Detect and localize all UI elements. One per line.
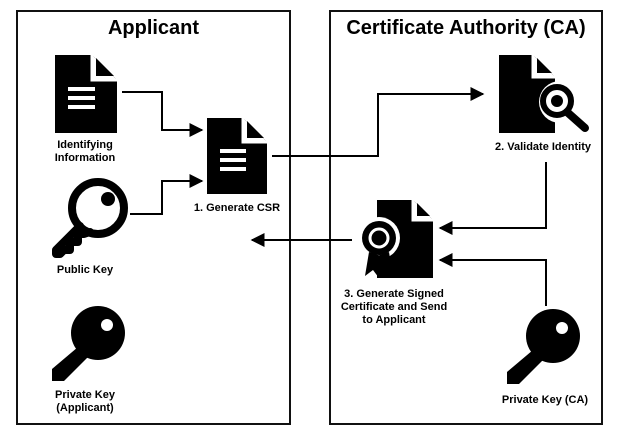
arrow-csr-to-ca <box>272 87 485 157</box>
document-search-icon <box>499 55 589 133</box>
ca-key-solid-icon <box>507 309 580 384</box>
generate-csr-label: 1. Generate CSR <box>193 202 281 214</box>
arrow-cakey-to-cert <box>438 253 547 306</box>
private-key-ca-label: Private Key (CA) <box>501 394 589 406</box>
arrow-validate-to-cert <box>438 162 547 235</box>
certificate-icon <box>358 200 433 278</box>
validate-identity-label: 2. Validate Identity <box>495 141 591 153</box>
signed-cert-label-line2: Certificate and Send <box>340 301 448 313</box>
key-outline-icon <box>52 178 128 258</box>
private-key-applicant-label-line2: (Applicant) <box>56 402 114 414</box>
public-key-label: Public Key <box>56 264 114 276</box>
arrow-info-to-csr <box>122 91 204 137</box>
private-key-applicant-label-line1: Private Key <box>55 389 115 401</box>
signed-cert-label-line3: to Applicant <box>362 314 426 326</box>
key-solid-icon <box>52 306 125 381</box>
ca-panel <box>329 10 603 425</box>
applicant-panel <box>16 10 291 425</box>
applicant-title: Applicant <box>107 17 200 39</box>
document-icon <box>55 55 117 133</box>
signed-cert-label-line1: 3. Generate Signed <box>344 288 444 300</box>
identifying-info-label-line1: Identifying <box>57 139 113 151</box>
arrow-pubkey-to-csr <box>130 174 204 215</box>
ca-title: Certificate Authority (CA) <box>346 17 586 39</box>
identifying-info-label-line2: Information <box>54 152 116 164</box>
csr-document-icon <box>207 118 267 194</box>
